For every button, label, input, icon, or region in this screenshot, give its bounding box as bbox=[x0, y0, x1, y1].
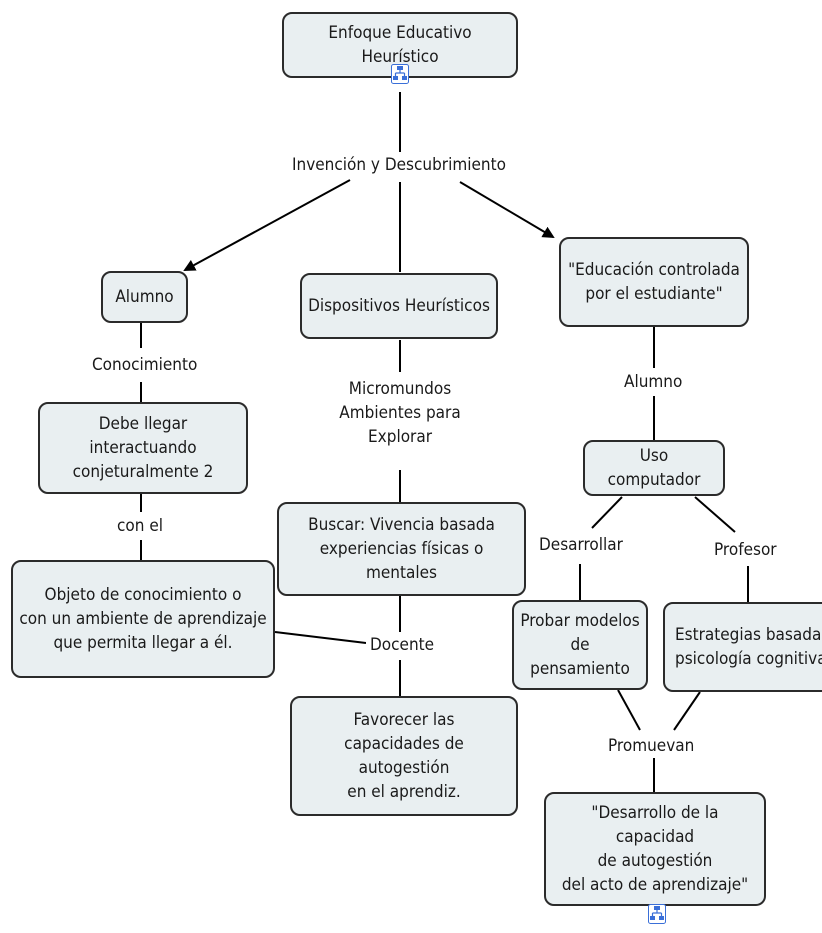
link-label-conocimiento: Conocimiento bbox=[88, 353, 202, 377]
link-label-line: Ambientes para bbox=[339, 403, 461, 423]
concept-label-line: "Desarrollo de la capacidad bbox=[591, 803, 719, 847]
concept-label-line: capacidades de autogestión bbox=[344, 734, 464, 778]
link-label-docente: Docente bbox=[366, 633, 439, 657]
concept-label-line: "Educación controlada bbox=[568, 260, 740, 280]
concept-label-line: de autogestión bbox=[597, 851, 713, 871]
link-label-con-el: con el bbox=[113, 514, 167, 538]
concept-label-line: Probar modelos bbox=[520, 611, 640, 631]
concept-dispositivos-heuristicos[interactable]: Dispositivos Heurísticos bbox=[300, 273, 498, 339]
concept-label: Enfoque Educativo Heurístico bbox=[328, 23, 472, 67]
link-label-profesor: Profesor bbox=[710, 538, 781, 562]
concept-label-line: Debe llegar interactuando bbox=[89, 414, 197, 458]
concept-label-line: psicología cognitiva bbox=[675, 649, 822, 669]
link-label-alumno: Alumno bbox=[620, 370, 687, 394]
concept-probar-modelos[interactable]: Probar modelos de pensamiento bbox=[512, 600, 648, 690]
link-uso-desarrollar bbox=[591, 496, 623, 529]
link-label-invencion: Invención y Descubrimiento bbox=[288, 153, 510, 177]
concept-buscar-vivencia[interactable]: Buscar: Vivencia basada experiencias fís… bbox=[277, 502, 526, 596]
link-label-promuevan: Promuevan bbox=[604, 734, 699, 758]
concept-label-line: en el aprendiz. bbox=[347, 782, 461, 802]
concept-favorecer-capacidades[interactable]: Favorecer las capacidades de autogestión… bbox=[290, 696, 518, 816]
link-uso-profesor bbox=[694, 496, 736, 533]
concept-label: Uso computador bbox=[607, 446, 701, 490]
concept-desarrollo-capacidad[interactable]: "Desarrollo de la capacidad de autogesti… bbox=[544, 792, 766, 906]
link-label-desarrollar: Desarrollar bbox=[535, 533, 627, 557]
concept-educacion-controlada[interactable]: "Educación controlada por el estudiante" bbox=[559, 237, 749, 327]
concept-label-line: que permita llegar a él. bbox=[53, 633, 233, 653]
link-invencion-educacion bbox=[459, 181, 555, 239]
concept-label-line: experiencias físicas o mentales bbox=[319, 539, 484, 583]
concept-label: Dispositivos Heurísticos bbox=[308, 296, 490, 316]
link-invencion-alumno bbox=[183, 179, 351, 271]
concept-debe-llegar[interactable]: Debe llegar interactuando conjeturalment… bbox=[38, 402, 248, 494]
link-label-micromundos: Micromundos Ambientes para Explorar bbox=[332, 377, 468, 449]
concept-label-line: por el estudiante" bbox=[585, 284, 723, 304]
link-label-line: Micromundos bbox=[348, 379, 452, 399]
concept-label-line: de pensamiento bbox=[530, 635, 630, 679]
concept-label: Alumno bbox=[115, 287, 174, 307]
link-estrategias-promuevan bbox=[673, 691, 701, 731]
concept-label-line: conjeturalmente 2 bbox=[72, 462, 214, 482]
concept-label-line: Estrategias basadas bbox=[675, 625, 822, 645]
concept-map-icon[interactable] bbox=[391, 64, 409, 84]
link-objeto-docente bbox=[274, 631, 367, 644]
concept-estrategias-basadas[interactable]: Estrategias basadas psicología cognitiva bbox=[663, 602, 822, 692]
concept-uso-computador[interactable]: Uso computador bbox=[583, 440, 725, 496]
concept-label-line: Objeto de conocimiento o bbox=[44, 585, 242, 605]
link-label-line: Explorar bbox=[368, 427, 432, 447]
concept-label-line: del acto de aprendizaje" bbox=[561, 875, 749, 895]
concept-label-line: Buscar: Vivencia basada bbox=[308, 515, 495, 535]
concept-label-line: Favorecer las bbox=[353, 710, 455, 730]
concept-map-icon[interactable] bbox=[648, 904, 666, 924]
link-probar-promuevan bbox=[617, 689, 641, 731]
concept-alumno[interactable]: Alumno bbox=[101, 271, 188, 323]
concept-objeto-conocimiento[interactable]: Objeto de conocimiento o con un ambiente… bbox=[11, 560, 275, 678]
concept-label-line: con un ambiente de aprendizaje bbox=[19, 609, 267, 629]
